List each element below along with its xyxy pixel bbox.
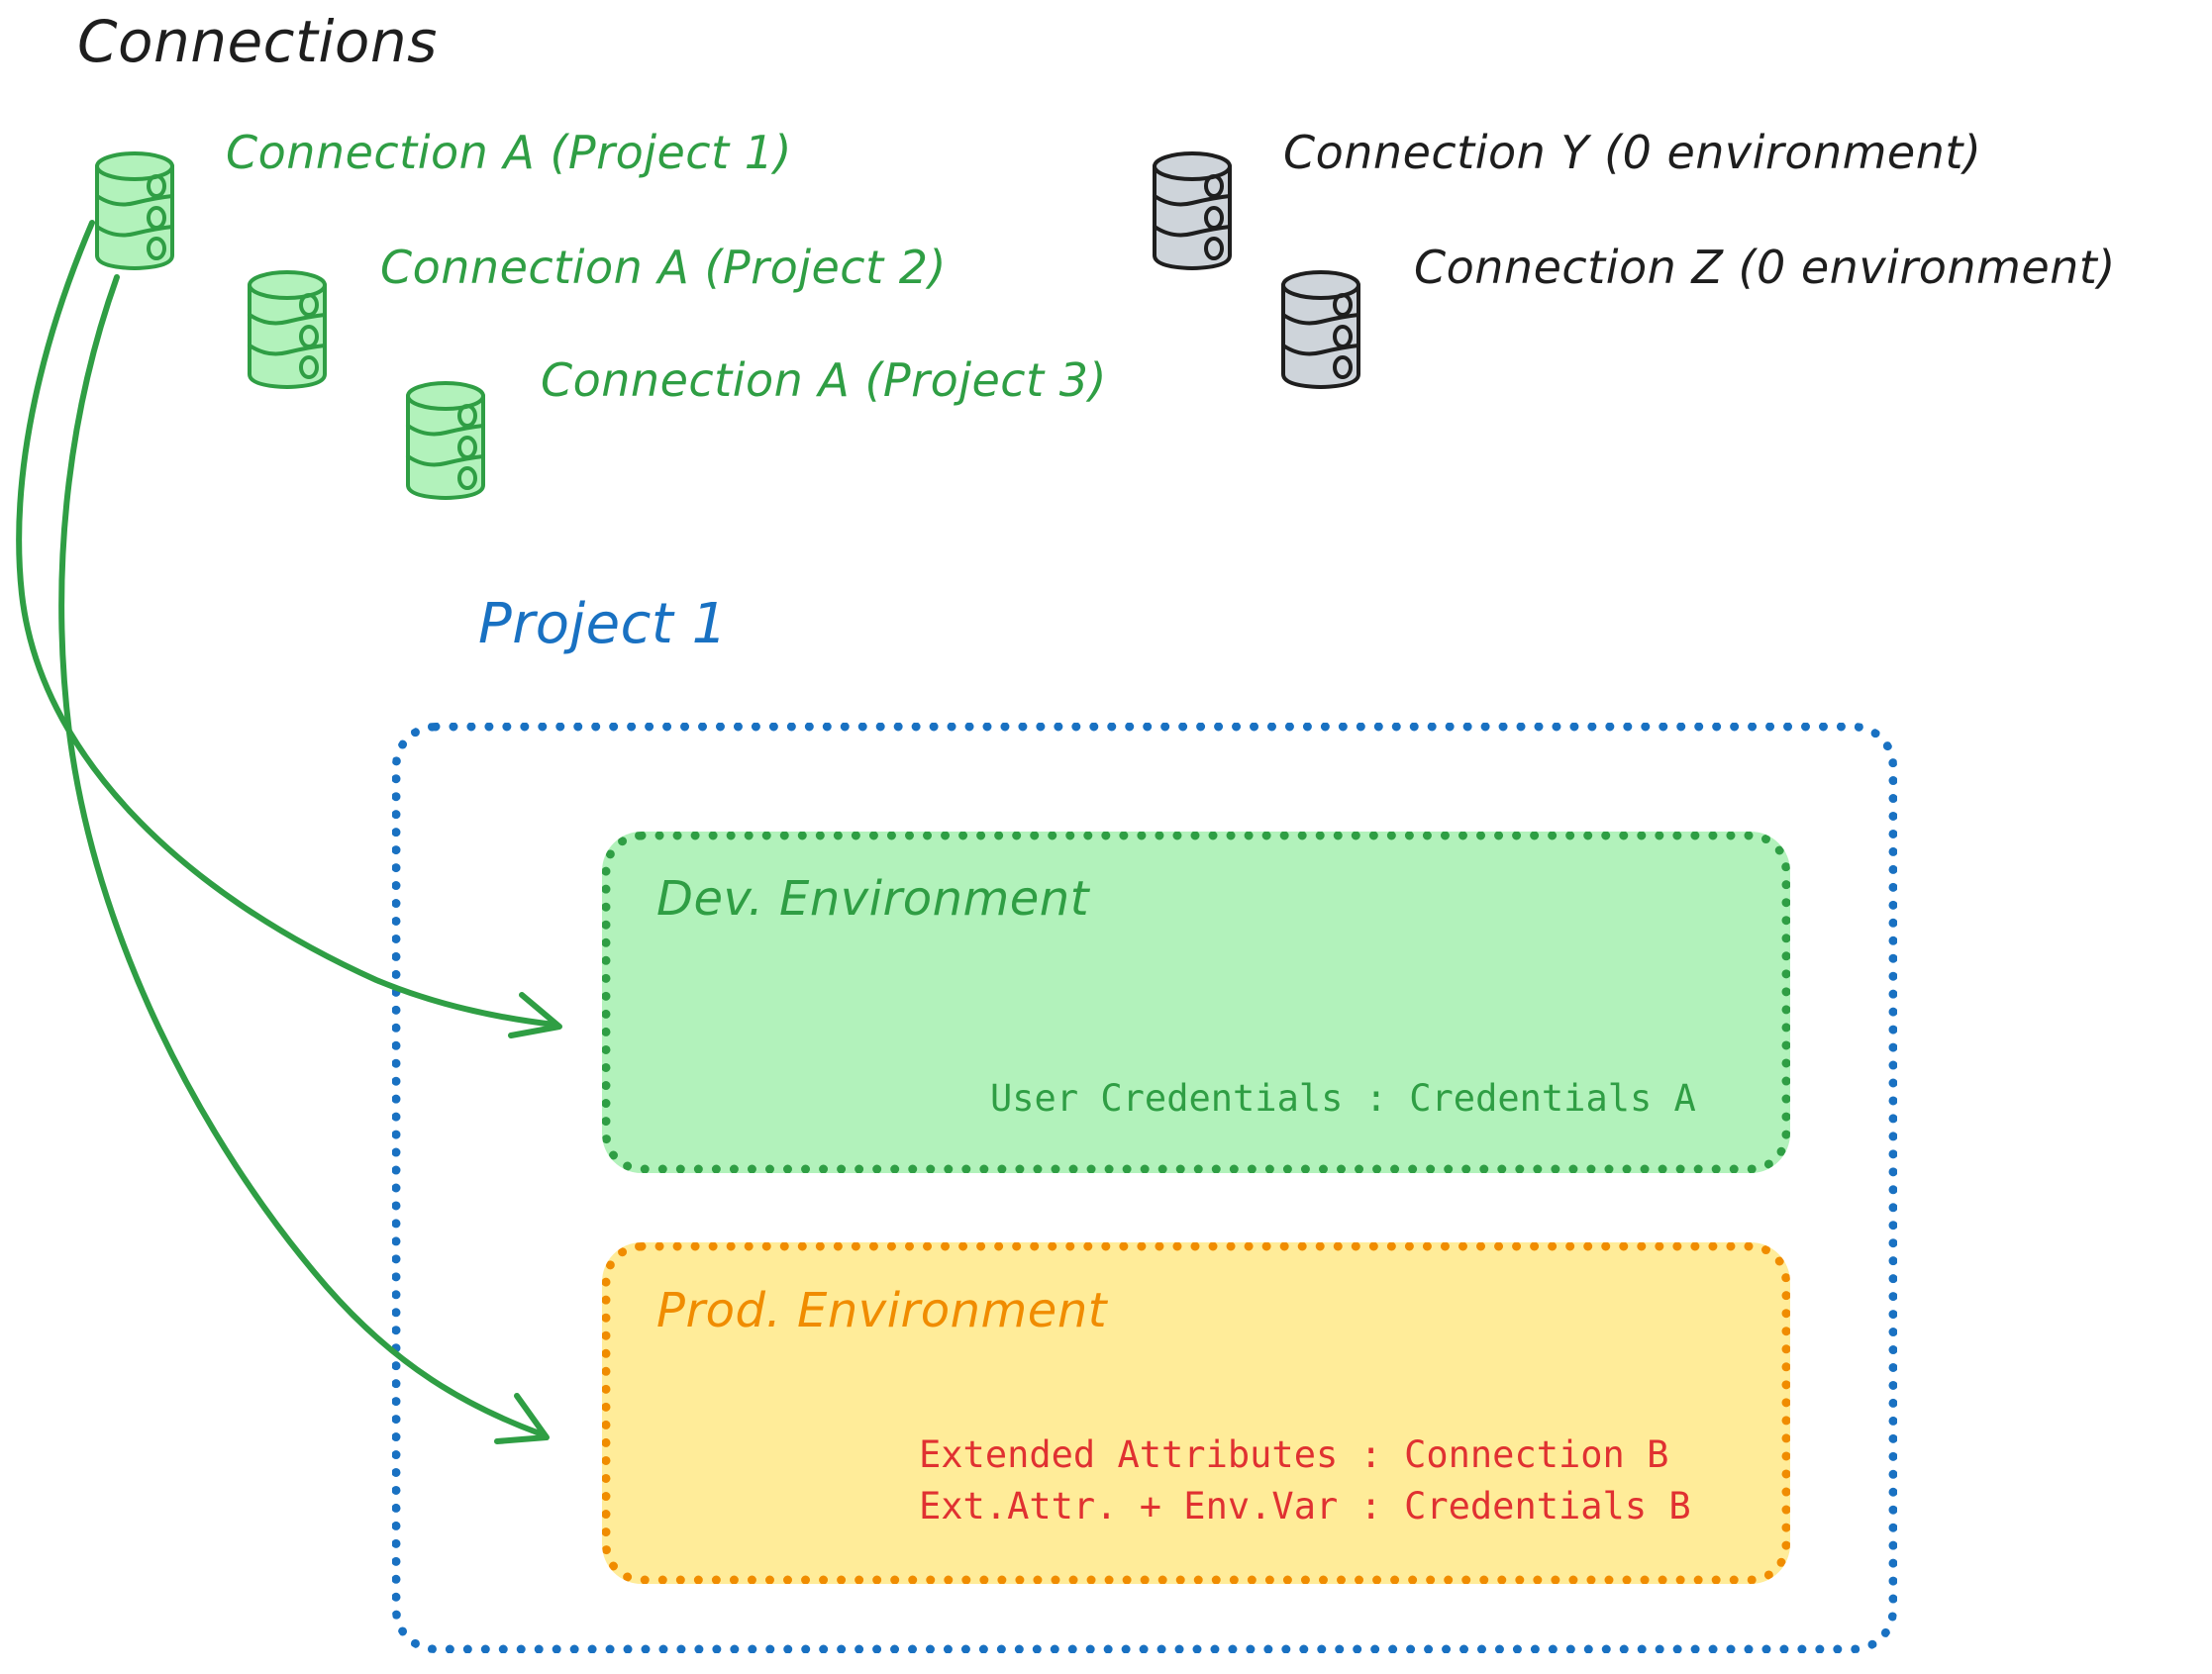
environment-title-prod: Prod. Environment [656,1283,1108,1338]
connection-label-a-project-1: Connection A (Project 1) [226,126,792,179]
connection-label-z: Connection Z (0 environment) [1414,241,2116,294]
connection-label-y: Connection Y (0 environment) [1283,126,1982,179]
database-icon-connection-y[interactable] [1149,147,1236,275]
prod-ext-attr-env-var-line: Ext.Attr. + Env.Var : Credentials B [919,1485,1691,1527]
dev-credentials-line: User Credentials : Credentials A [990,1077,1696,1120]
prod-extended-attributes-line: Extended Attributes : Connection B [919,1433,1669,1476]
database-icon-connection-z[interactable] [1277,265,1364,394]
database-icon-connection-a-project-2[interactable] [244,265,331,394]
project-title: Project 1 [478,592,728,656]
database-icon-connection-a-project-1[interactable] [91,147,178,275]
environment-title-dev: Dev. Environment [656,871,1090,927]
page-title: Connections [77,8,438,75]
connection-label-a-project-3: Connection A (Project 3) [541,353,1107,407]
database-icon-connection-a-project-3[interactable] [402,376,489,505]
environment-box-dev [602,832,1790,1173]
connection-label-a-project-2: Connection A (Project 2) [380,241,947,294]
environment-box-prod [602,1242,1790,1584]
